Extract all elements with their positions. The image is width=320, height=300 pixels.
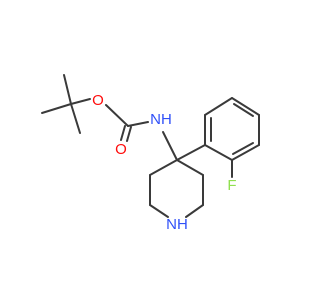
bond-ph-inner-3 xyxy=(232,142,254,155)
amide-nitrogen-label: NH xyxy=(150,111,172,128)
ether-oxygen-label: O xyxy=(92,92,104,109)
fluorine-label: F xyxy=(227,177,236,194)
bond-tbu-methyl-down xyxy=(70,103,81,134)
bond-ring-c3r-c4 xyxy=(176,159,204,176)
bond-ether-o-to-carbonyl-c xyxy=(105,104,129,127)
bond-tbu-to-ether-o xyxy=(70,98,91,105)
bond-carbonyl-double-b xyxy=(126,126,132,142)
bond-tbu-methyl-left xyxy=(41,103,72,114)
bond-ph-inner-2 xyxy=(233,103,254,117)
carbonyl-oxygen-label: O xyxy=(115,141,127,158)
bond-tbu-methyl-top xyxy=(63,74,72,105)
bond-c4-to-phenyl xyxy=(176,144,206,161)
bond-ph-meta-bottom-ortho-f xyxy=(231,144,260,161)
bond-ph-meta-top-para xyxy=(231,97,260,116)
bond-n-to-c4 xyxy=(162,131,178,161)
bond-carbonyl-c-to-n xyxy=(127,121,149,127)
molecule-structure: O O NH NH F xyxy=(41,74,260,233)
ring-nitrogen-label: NH xyxy=(166,216,188,233)
bond-ph-ortho-f-ipso xyxy=(204,144,233,161)
bond-ph-ortho-top-meta-top xyxy=(204,97,233,116)
bond-ring-c4-c3l xyxy=(149,159,178,176)
bond-carbonyl-double-a xyxy=(120,125,126,141)
bond-ring-c2l-n xyxy=(149,204,169,218)
bond-ring-n-c2r xyxy=(185,204,204,218)
